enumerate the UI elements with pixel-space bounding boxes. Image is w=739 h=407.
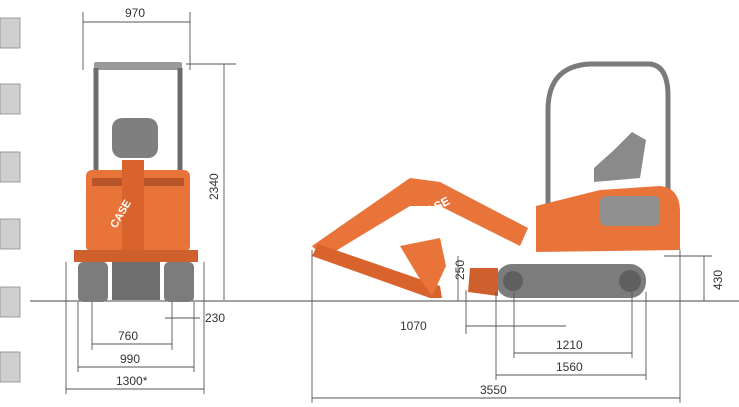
dim-1210-label: 1210 [556,338,583,352]
dim-1560-label: 1560 [556,360,583,374]
dim-430-label: 430 [711,270,725,290]
dim-230-label: 230 [205,311,225,325]
side-blade [468,268,498,296]
side-engine-cover [600,196,660,226]
dim-250-label: 250 [453,260,467,280]
margin-tab-5 [0,286,21,318]
dim-2340-label: 2340 [207,173,221,200]
side-track [496,264,646,298]
front-blade [74,250,198,262]
margin-tab-2 [0,83,21,115]
dim-760-label: 760 [118,329,138,343]
margin-tab-3 [0,151,21,183]
front-view-excavator: CASE [74,62,198,302]
side-seat [594,132,646,182]
front-dimensions: 970 2340 760 230 990 1300* [65,6,236,394]
side-dimensions: 430 250 1070 1210 1560 3550 [311,250,725,403]
side-idler-wheel [503,271,523,291]
dim-1070-label: 1070 [400,319,427,333]
front-track-right [164,262,194,302]
margin-tab-1 [0,17,21,49]
front-seat [112,118,158,158]
dim-970-label: 970 [125,6,145,20]
front-canopy-roof [94,62,182,70]
margin-tab-4 [0,218,21,250]
side-view-excavator: CASE [312,61,680,298]
dim-3550-label: 3550 [480,383,507,397]
side-stick [312,244,442,298]
front-boom [122,160,144,278]
side-sprocket-wheel [619,270,641,292]
side-bucket [400,238,446,296]
dim-1300-label: 1300* [116,374,148,388]
side-canopy-frame [545,61,671,232]
margin-tabs [0,17,21,383]
dim-990-label: 990 [120,352,140,366]
front-track-left [78,262,108,302]
margin-tab-6 [0,351,21,383]
